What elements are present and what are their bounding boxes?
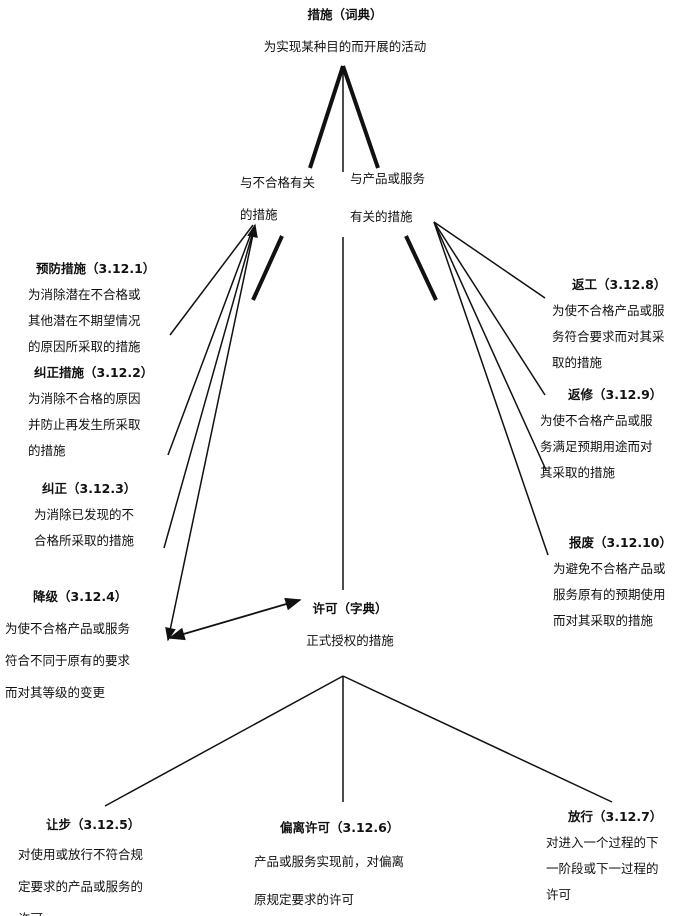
permission-desc: 正式授权的措施 <box>306 633 394 648</box>
repair-line: 务满足预期用途而对 <box>540 439 653 454</box>
concession-line: 许可 <box>18 906 143 916</box>
scrap-line: 为避免不合格产品或 <box>553 561 666 576</box>
line-corrective <box>167 227 254 456</box>
deviation-title: 偏离许可（3.12.6） <box>280 820 400 835</box>
correction-line: 为消除已发现的不 <box>34 507 135 522</box>
root-left-thick <box>308 65 345 169</box>
right-thick <box>404 235 438 301</box>
regrade-line: 而对其等级的变更 <box>5 685 106 700</box>
scrap-title: 报废（3.12.10） <box>569 535 672 550</box>
line-repair <box>433 221 546 396</box>
line-concession <box>104 675 344 807</box>
concession-line: 对使用或放行不符合规 <box>18 847 144 862</box>
repair-node: 返修（3.12.9） 为使不合格产品或服 务满足预期用途而对 其采取的措施 <box>540 382 662 486</box>
regrade-node: 降级（3.12.4） 为使不合格产品或服务 符合不同于原有的要求 而对其等级的变… <box>5 584 130 706</box>
branch-right: 与产品或服务 有关的措施 <box>350 166 425 230</box>
root-node: 措施（词典） 为实现某种目的而开展的活动 <box>230 2 460 60</box>
rework-line: 取的措施 <box>552 355 603 370</box>
line-preventive <box>169 224 254 336</box>
rework-line: 为使不合格产品或服 <box>552 303 665 318</box>
release-line: 一阶段或下一过程的 <box>546 861 659 876</box>
deviation-line: 原规定要求的许可 <box>254 892 355 907</box>
branch-right-line1: 与产品或服务 <box>350 171 426 186</box>
rework-node: 返工（3.12.8） 为使不合格产品或服 务符合要求而对其采 取的措施 <box>552 272 666 376</box>
correction-line: 合格所采取的措施 <box>34 533 135 548</box>
preventive-line: 的原因所采取的措施 <box>28 339 141 354</box>
line-scrap <box>433 221 549 556</box>
deviation-node: 偏离许可（3.12.6） 产品或服务实现前，对偏离 原规定要求的许可 <box>254 815 404 913</box>
corrective-line: 的措施 <box>28 443 66 458</box>
preventive-node: 预防措施（3.12.1） 为消除潜在不合格或 其他潜在不期望情况 的原因所采取的… <box>28 256 155 360</box>
scrap-line: 服务原有的预期使用 <box>553 587 666 602</box>
corrective-title: 纠正措施（3.12.2） <box>34 365 154 380</box>
corrective-node: 纠正措施（3.12.2） 为消除不合格的原因 并防止再发生所采取 的措施 <box>28 360 153 464</box>
line-regrade <box>165 223 258 642</box>
release-line: 对进入一个过程的下 <box>546 835 659 850</box>
regrade-title: 降级（3.12.4） <box>33 589 128 604</box>
line-release <box>342 675 613 803</box>
line-repair2 <box>433 221 547 471</box>
rework-line: 务符合要求而对其采 <box>552 329 665 344</box>
scrap-node: 报废（3.12.10） 为避免不合格产品或 服务原有的预期使用 而对其采取的措施 <box>553 530 672 634</box>
branch-right-line2: 有关的措施 <box>350 209 413 224</box>
line-permission-regrade <box>168 597 302 641</box>
preventive-title: 预防措施（3.12.1） <box>36 261 156 276</box>
scrap-line: 而对其采取的措施 <box>553 613 654 628</box>
regrade-line: 为使不合格产品或服务 <box>5 621 131 636</box>
root-title: 措施（词典） <box>307 7 383 22</box>
repair-line: 为使不合格产品或服 <box>540 413 653 428</box>
rework-title: 返工（3.12.8） <box>572 277 667 292</box>
line-rework <box>436 298 547 300</box>
branch-left-line1: 与不合格有关 <box>240 175 316 190</box>
regrade-line: 符合不同于原有的要求 <box>5 653 131 668</box>
correction-title: 纠正（3.12.3） <box>42 481 137 496</box>
concession-node: 让步（3.12.5） 对使用或放行不符合规 定要求的产品或服务的 许可 <box>18 812 143 916</box>
correction-node: 纠正（3.12.3） 为消除已发现的不 合格所采取的措施 <box>34 476 136 554</box>
permission-node: 许可（字典） 正式授权的措施 <box>290 596 410 654</box>
concession-line: 定要求的产品或服务的 <box>18 879 144 894</box>
preventive-line: 其他潜在不期望情况 <box>28 313 141 328</box>
concession-title: 让步（3.12.5） <box>46 817 141 832</box>
repair-line: 其采取的措施 <box>540 465 616 480</box>
preventive-line: 为消除潜在不合格或 <box>28 287 141 302</box>
branch-left: 与不合格有关 的措施 <box>240 170 315 228</box>
line-correction <box>163 227 255 549</box>
release-line: 许可 <box>546 887 572 902</box>
branch-left-line2: 的措施 <box>240 207 278 222</box>
corrective-line: 并防止再发生所采取 <box>28 417 141 432</box>
corrective-line: 为消除不合格的原因 <box>28 391 141 406</box>
release-title: 放行（3.12.7） <box>568 809 663 824</box>
release-node: 放行（3.12.7） 对进入一个过程的下 一阶段或下一过程的 许可 <box>546 804 662 908</box>
repair-title: 返修（3.12.9） <box>568 387 663 402</box>
deviation-line: 产品或服务实现前，对偏离 <box>254 854 405 869</box>
permission-title: 许可（字典） <box>312 601 388 616</box>
root-right-thick <box>341 65 380 169</box>
root-desc: 为实现某种目的而开展的活动 <box>263 39 427 54</box>
left-thick <box>251 235 284 301</box>
